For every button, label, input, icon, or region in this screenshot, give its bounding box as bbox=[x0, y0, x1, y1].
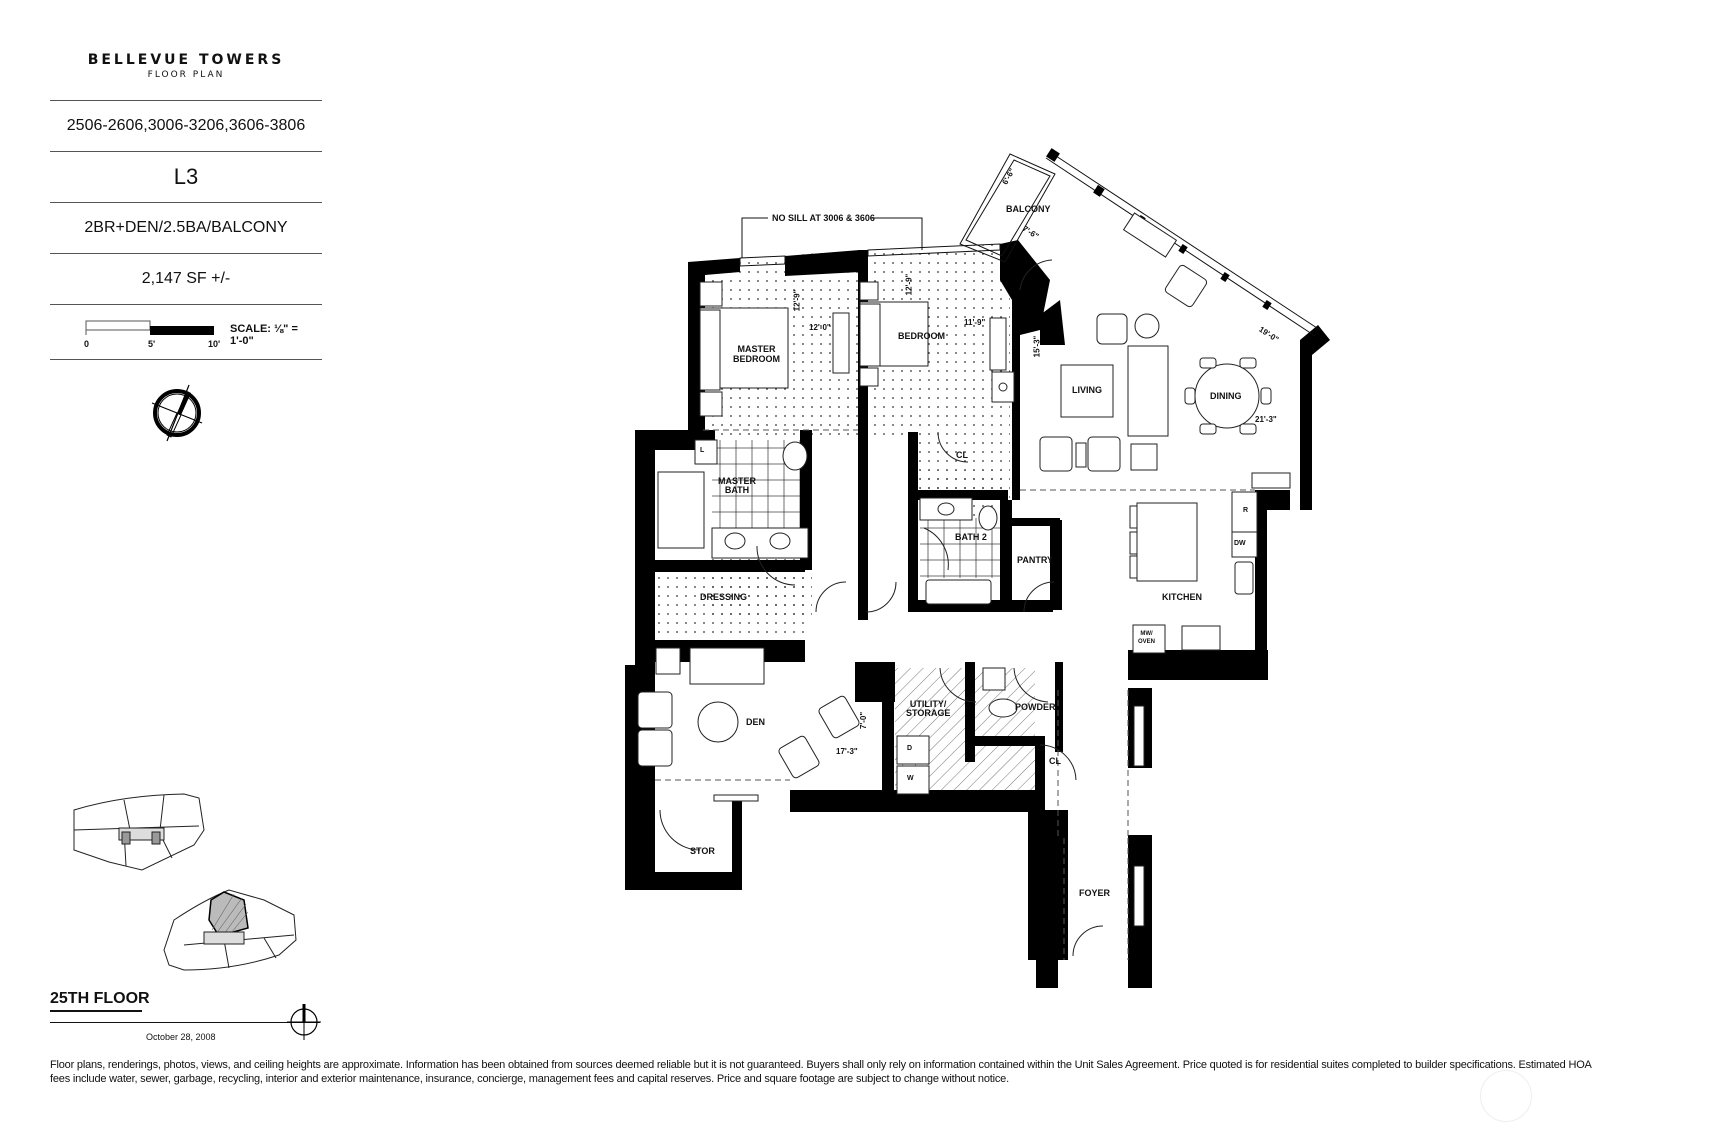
unit-numbers: 2506-2606,3006-3206,3606-3806 bbox=[66, 117, 306, 134]
floor-label: 25TH FLOOR bbox=[50, 990, 150, 1007]
keyplan-diagram bbox=[73, 793, 297, 971]
plan-code: L3 bbox=[173, 164, 199, 189]
dim-den-width: 17'-3" bbox=[836, 747, 858, 756]
room-master-bath: MASTER BATH bbox=[718, 476, 756, 495]
room-bath2: BATH 2 bbox=[955, 532, 987, 542]
divider bbox=[50, 202, 322, 203]
dim-balcony-depth: 6'-6" bbox=[1000, 166, 1017, 187]
divider bbox=[50, 359, 322, 360]
doors bbox=[659, 259, 1104, 957]
fixture-fridge: R bbox=[1243, 507, 1249, 514]
divider bbox=[50, 1022, 320, 1023]
floor-label-underline bbox=[50, 1010, 142, 1012]
dim-living-depth: 15'-3" bbox=[1032, 335, 1042, 358]
dim-master-depth: 12'-9" bbox=[792, 289, 802, 312]
room-den: DEN bbox=[746, 717, 766, 727]
scale-label: SCALE: ⅛" = 1'-0" bbox=[230, 323, 298, 347]
room-closet-bedroom: CL bbox=[956, 450, 968, 460]
dim-bedroom-depth: 12'-9" bbox=[904, 273, 914, 296]
square-feet: 2,147 SF +/- bbox=[141, 270, 231, 287]
unit-type: 2BR+DEN/2.5BA/BALCONY bbox=[84, 219, 288, 236]
divider bbox=[50, 151, 322, 152]
room-living: LIVING bbox=[1072, 385, 1103, 395]
disclaimer-line-2: fees include water, sewer, garbage, recy… bbox=[50, 1073, 1009, 1085]
room-closet-foyer: CL bbox=[1049, 756, 1061, 766]
plan-date: October 28, 2008 bbox=[146, 1032, 216, 1042]
room-kitchen: KITCHEN bbox=[1162, 592, 1202, 602]
note-no-sill: NO SILL AT 3006 & 3606 bbox=[772, 213, 875, 223]
scale-bar-graphic bbox=[85, 320, 214, 335]
fixture-dryer: D bbox=[907, 745, 913, 752]
fixture-mw-oven: MW/ OVEN bbox=[1138, 631, 1156, 645]
disclaimer-line-1: Floor plans, renderings, photos, views, … bbox=[50, 1059, 1592, 1071]
room-powder: POWDER bbox=[1015, 702, 1056, 712]
dim-living-width: 19'-0" bbox=[1257, 324, 1281, 345]
dim-dining-width: 21'-3" bbox=[1255, 415, 1277, 424]
divider bbox=[50, 100, 322, 101]
room-balcony: BALCONY bbox=[1006, 204, 1051, 214]
north-arrow-icon bbox=[151, 384, 203, 442]
fixture-washer: W bbox=[907, 775, 914, 782]
scale-tick-5: 5' bbox=[148, 339, 156, 349]
disclaimer: Floor plans, renderings, photos, views, … bbox=[50, 1058, 1710, 1086]
dim-bedroom-width: 11'-9" bbox=[964, 318, 986, 327]
dim-master-width: 12'-0" bbox=[809, 323, 831, 332]
furniture bbox=[637, 212, 1291, 927]
room-pantry: PANTRY bbox=[1017, 555, 1053, 565]
brand-subtitle: FLOOR PLAN bbox=[147, 70, 225, 80]
room-utility-storage: UTILITY/ STORAGE bbox=[906, 699, 951, 718]
divider bbox=[50, 253, 322, 254]
dim-den-depth: 7'-0" bbox=[859, 711, 869, 730]
divider bbox=[50, 304, 322, 305]
room-master-bedroom: MASTER BEDROOM bbox=[733, 344, 780, 364]
scale-bar: 0 5' 10' SCALE: ⅛" = 1'-0" bbox=[50, 305, 322, 359]
title-block: BELLEVUE TOWERS FLOOR PLAN 2506-2606,300… bbox=[50, 40, 322, 360]
brand-title: BELLEVUE TOWERS bbox=[87, 52, 285, 68]
scale-tick-0: 0 bbox=[84, 339, 90, 349]
window-walls bbox=[739, 151, 1321, 337]
room-dining: DINING bbox=[1210, 391, 1242, 401]
room-bedroom: BEDROOM bbox=[898, 331, 945, 341]
fixture-linen: L bbox=[700, 447, 705, 454]
brand: BELLEVUE TOWERS FLOOR PLAN bbox=[50, 52, 322, 80]
dim-balcony-width: 7'-6" bbox=[1020, 224, 1041, 241]
small-north-arrow-icon bbox=[287, 1004, 321, 1040]
room-stor: STOR bbox=[690, 846, 715, 856]
fixture-dishwasher: DW bbox=[1234, 540, 1246, 547]
scale-tick-10: 10' bbox=[208, 339, 221, 349]
room-dressing: DRESSING bbox=[700, 592, 748, 602]
room-foyer: FOYER bbox=[1079, 888, 1111, 898]
watermark-icon bbox=[1480, 1070, 1532, 1122]
